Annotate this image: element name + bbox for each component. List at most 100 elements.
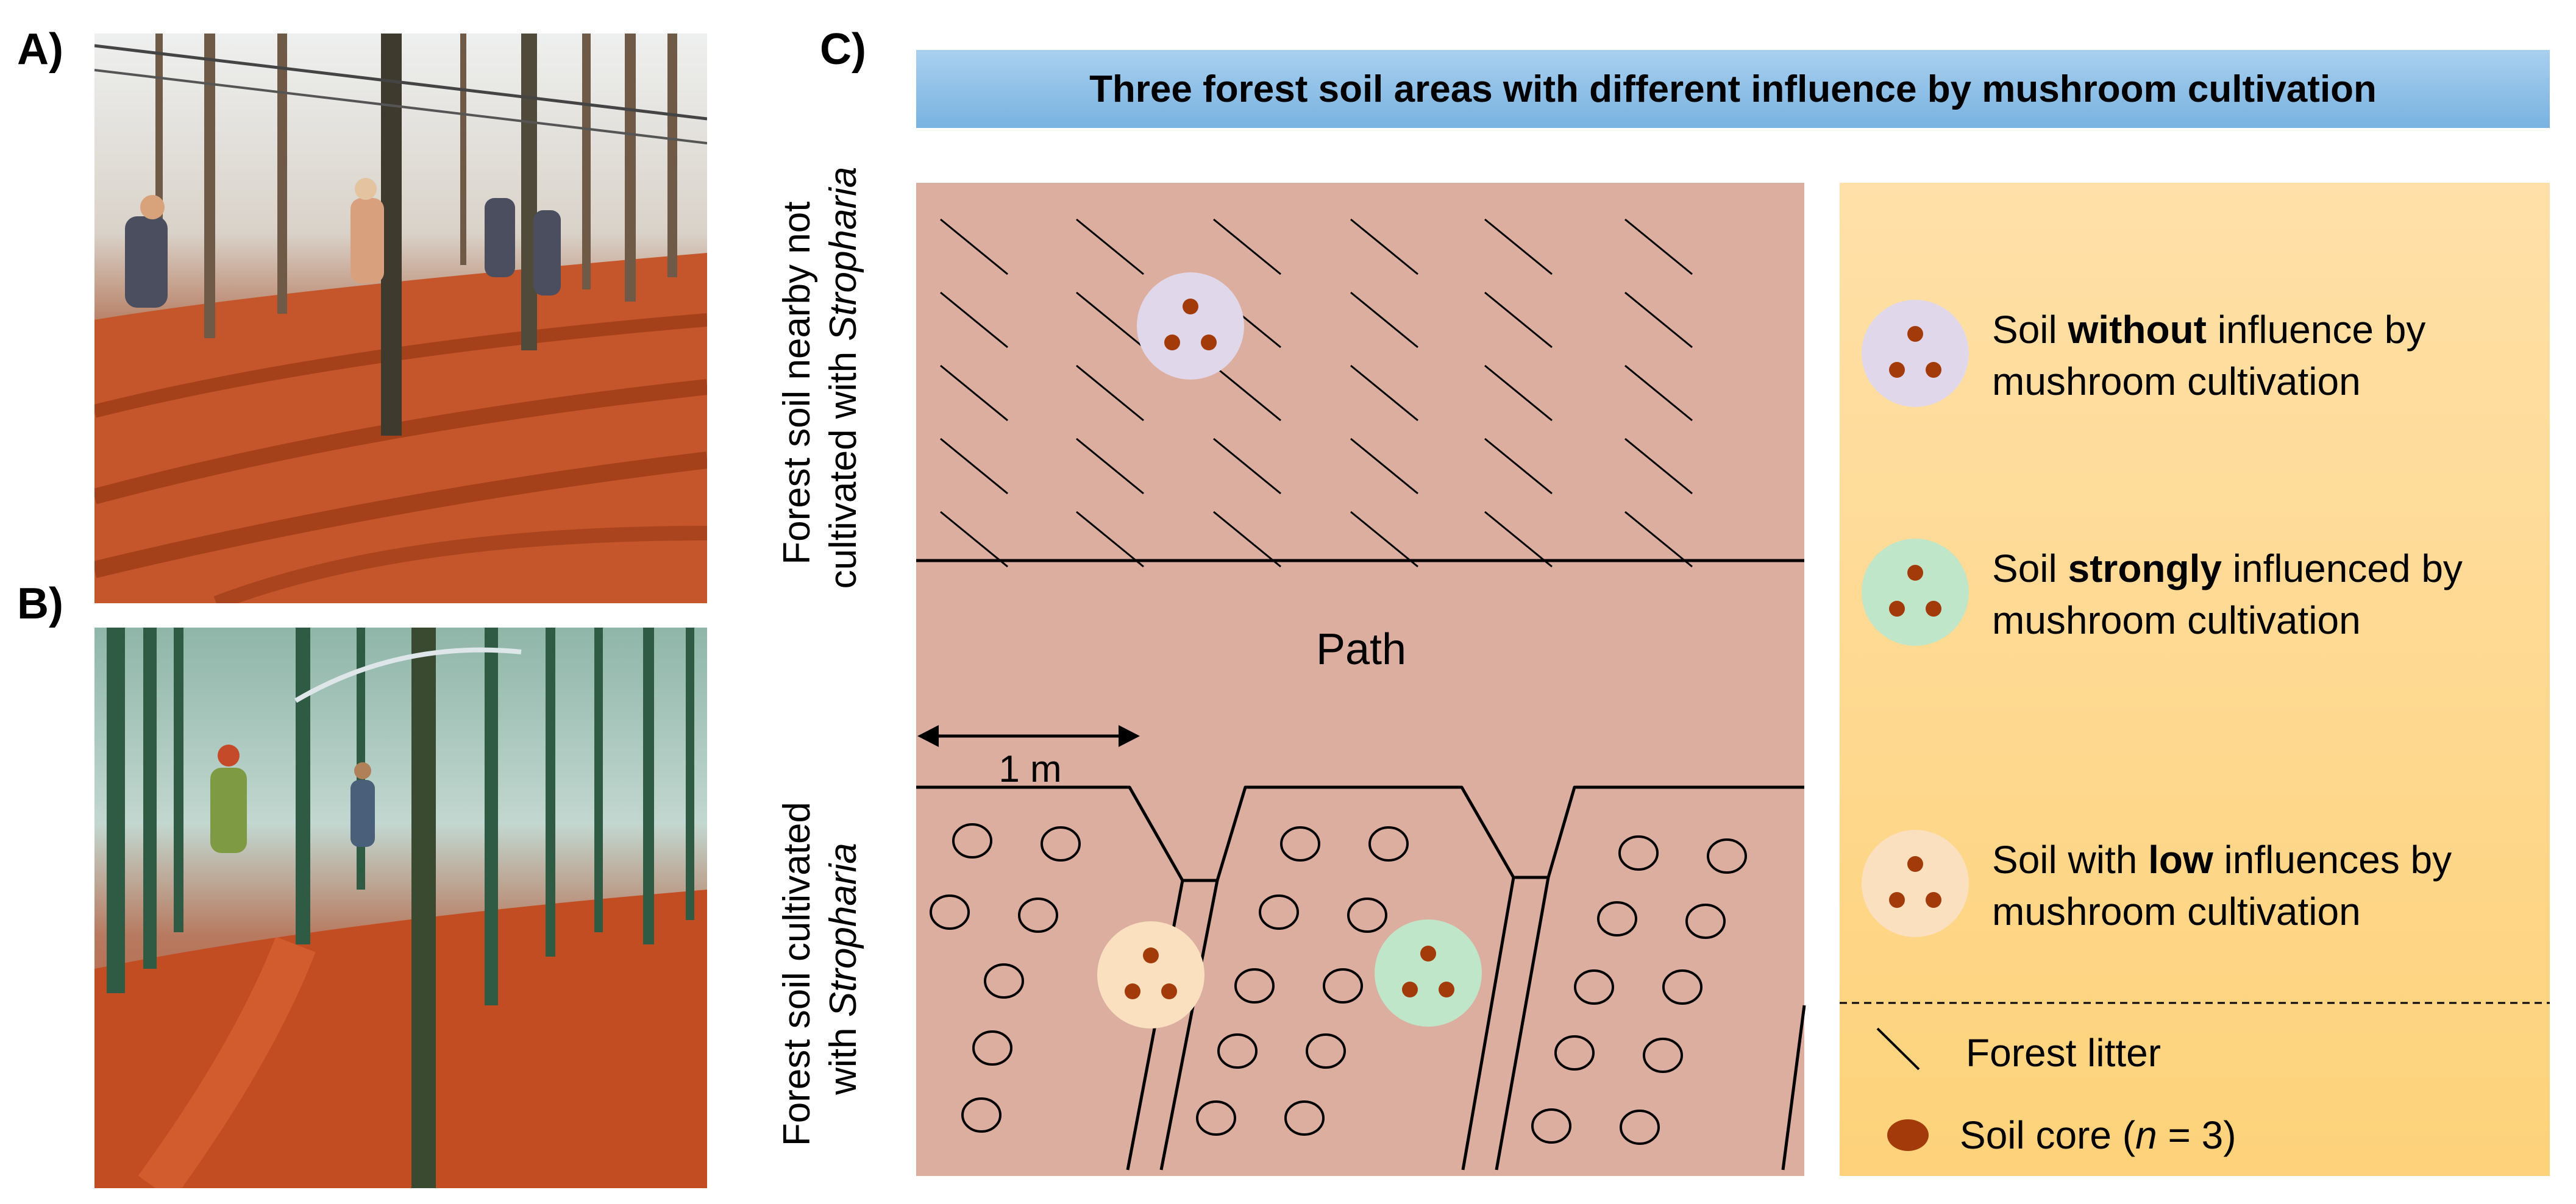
forest-litter-symbol	[1876, 1027, 1920, 1071]
soil-core-dot	[1161, 983, 1177, 999]
bed-2-left-edge	[1159, 880, 1219, 1170]
soil-core-positions	[930, 823, 1747, 1145]
forest-litter-mark	[1213, 218, 1281, 275]
forest-litter-mark	[1350, 511, 1418, 568]
panel-c-diagram: Three forest soil areas with different i…	[776, 37, 2576, 1204]
forest-litter-mark	[1076, 291, 1144, 349]
soil-core-ring	[1018, 898, 1058, 933]
soil-core-ring	[1196, 1100, 1236, 1136]
soil-core-ring	[1662, 969, 1703, 1005]
legend-item-without: Soil without influence by mushroom culti…	[1862, 300, 2436, 407]
soil-core-ring	[1597, 901, 1637, 937]
sample-site-low-influence	[1097, 921, 1204, 1029]
forest-litter-mark	[1624, 511, 1693, 568]
legend-swatch-low	[1862, 830, 1969, 937]
scale-bar	[917, 725, 1140, 747]
forest-litter-mark	[1350, 437, 1418, 495]
forest-litter-mark	[1484, 291, 1553, 349]
forest-litter-mark	[1484, 218, 1553, 275]
side-label-top: Forest soil nearby not cultivated with S…	[776, 167, 864, 589]
sample-circle-without	[1137, 272, 1244, 380]
soil-core-dot	[1402, 982, 1418, 997]
forest-litter-mark	[1624, 291, 1693, 349]
bed-2-right-edge	[1461, 877, 1515, 1170]
forest-litter-hatching	[940, 218, 1693, 568]
forest-litter-mark	[1484, 511, 1553, 568]
forest-litter-mark	[1076, 218, 1144, 275]
soil-core-ring	[1347, 898, 1387, 933]
bed-2-outline	[1215, 785, 1548, 881]
legend-item-soil-core: Soil core (n = 3)	[1887, 1113, 2236, 1157]
diagram-title: Three forest soil areas with different i…	[1089, 68, 2377, 110]
legend-item-forest-litter: Forest litter	[1876, 1027, 2161, 1075]
soil-core-symbol	[1887, 1119, 1929, 1151]
sample-site-without-influence	[1137, 272, 1244, 380]
soil-core-ring	[1620, 1110, 1660, 1145]
legend-text-soil-core: Soil core (n = 3)	[1960, 1113, 2236, 1157]
soil-area	[916, 183, 1804, 1176]
panel-a-label: A)	[17, 25, 63, 74]
soil-core-dot	[1183, 299, 1198, 314]
soil-core-ring	[1284, 1100, 1325, 1136]
bed-3-right-edge	[1781, 1005, 1806, 1170]
soil-core-dot	[1439, 982, 1454, 997]
soil-core-dot	[1125, 983, 1140, 999]
soil-core-ring	[1618, 835, 1659, 871]
forest-litter-mark	[1350, 291, 1418, 349]
soil-core-ring	[1323, 968, 1363, 1004]
soil-core-dot	[1164, 335, 1180, 350]
sample-circle-strong	[1375, 919, 1482, 1027]
forest-litter-mark	[1350, 218, 1418, 275]
soil-core-ring	[1531, 1108, 1571, 1144]
side-label-bottom: Forest soil cultivated with Stropharia	[776, 791, 864, 1146]
forest-litter-mark	[1484, 364, 1553, 422]
soil-core-ring	[1217, 1033, 1258, 1069]
soil-core-ring	[1234, 968, 1275, 1004]
title-bar	[916, 50, 2550, 128]
forest-litter-mark	[1076, 437, 1144, 495]
bed-3-outline	[1546, 785, 1804, 878]
soil-core-ring	[1368, 826, 1409, 862]
forest-litter-mark	[1213, 511, 1281, 568]
soil-core-ring	[1259, 894, 1299, 930]
panel-b-label: B)	[17, 579, 63, 628]
legend-text-forest-litter: Forest litter	[1966, 1031, 2161, 1075]
panel-c-label: C)	[820, 25, 866, 74]
legend-swatch-strongly	[1862, 539, 1969, 646]
scale-bar-label: 1 m	[998, 748, 1061, 790]
soil-core-ring	[1280, 826, 1320, 862]
soil-core-ring	[930, 894, 970, 930]
soil-core-ring	[952, 823, 992, 859]
soil-core-ring	[1574, 969, 1614, 1005]
soil-core-ring	[1643, 1038, 1683, 1073]
legend-item-low: Soil with low influences by mushroom cul…	[1862, 830, 2452, 937]
legend-item-strongly: Soil strongly influenced by mushroom cul…	[1862, 539, 2474, 646]
soil-core-ring	[972, 1030, 1012, 1066]
soil-core-ring	[1707, 838, 1747, 874]
legend-swatch-without	[1862, 300, 1969, 407]
soil-core-dot	[1420, 946, 1436, 961]
legend-text-strongly: Soil strongly influenced by mushroom cul…	[1992, 547, 2474, 642]
soil-core-ring	[1306, 1033, 1346, 1069]
forest-litter-mark	[940, 218, 1008, 275]
forest-litter-mark	[940, 511, 1008, 568]
bed-1-outline	[916, 785, 1217, 882]
sample-site-strongly-influenced	[1375, 919, 1482, 1027]
forest-litter-mark	[1213, 437, 1281, 495]
forest-litter-mark	[1624, 218, 1693, 275]
forest-litter-mark	[1076, 364, 1144, 422]
bed-3-left-edge	[1495, 877, 1550, 1170]
forest-litter-mark	[1484, 437, 1553, 495]
forest-litter-mark	[940, 291, 1008, 349]
forest-litter-mark	[1213, 364, 1281, 422]
soil-core-dot	[1201, 335, 1217, 350]
forest-litter-mark	[1350, 364, 1418, 422]
path-label: Path	[1316, 625, 1406, 674]
forest-litter-mark	[1076, 511, 1144, 568]
legend-text-without: Soil without influence by mushroom culti…	[1992, 308, 2436, 403]
sample-circle-low	[1097, 921, 1204, 1029]
soil-core-ring	[984, 963, 1024, 999]
forest-litter-mark	[940, 364, 1008, 422]
forest-litter-mark	[1624, 437, 1693, 495]
soil-core-ring	[961, 1097, 1002, 1133]
